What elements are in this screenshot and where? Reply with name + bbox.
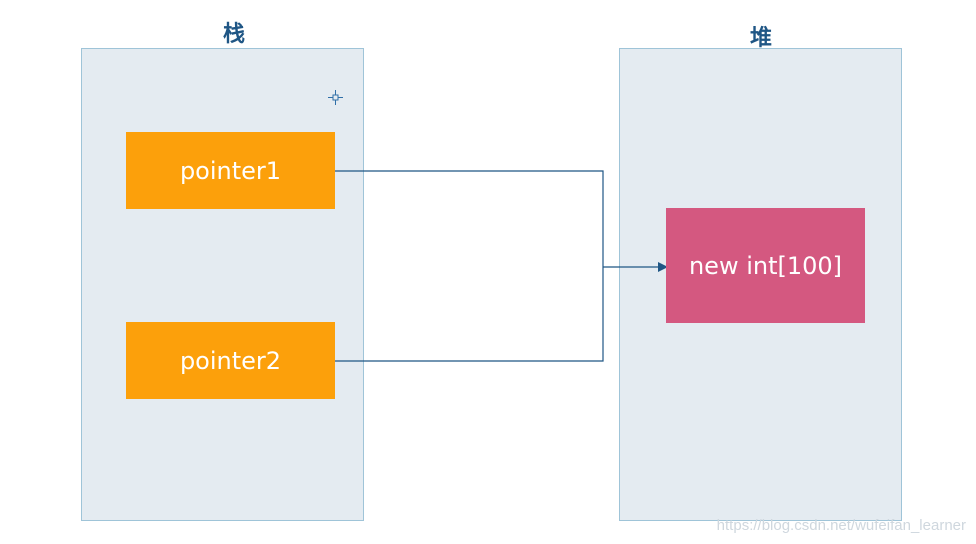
watermark: https://blog.csdn.net/wufeifan_learner <box>716 517 966 534</box>
heap-title: 堆 <box>750 26 773 51</box>
pointer2-label: pointer2 <box>179 346 282 375</box>
pointer1-label: pointer1 <box>179 156 282 185</box>
stack-title: 栈 <box>223 22 246 47</box>
move-crosshair-icon <box>328 90 343 105</box>
pointer1-connector <box>335 170 604 267</box>
pointer2-box[interactable]: pointer2 <box>126 322 335 399</box>
heap-object-label: new int[100] <box>688 251 843 280</box>
heap-object-box[interactable]: new int[100] <box>666 208 865 323</box>
pointer1-box[interactable]: pointer1 <box>126 132 335 209</box>
pointer2-connector <box>335 267 604 362</box>
stack-panel <box>81 48 364 521</box>
